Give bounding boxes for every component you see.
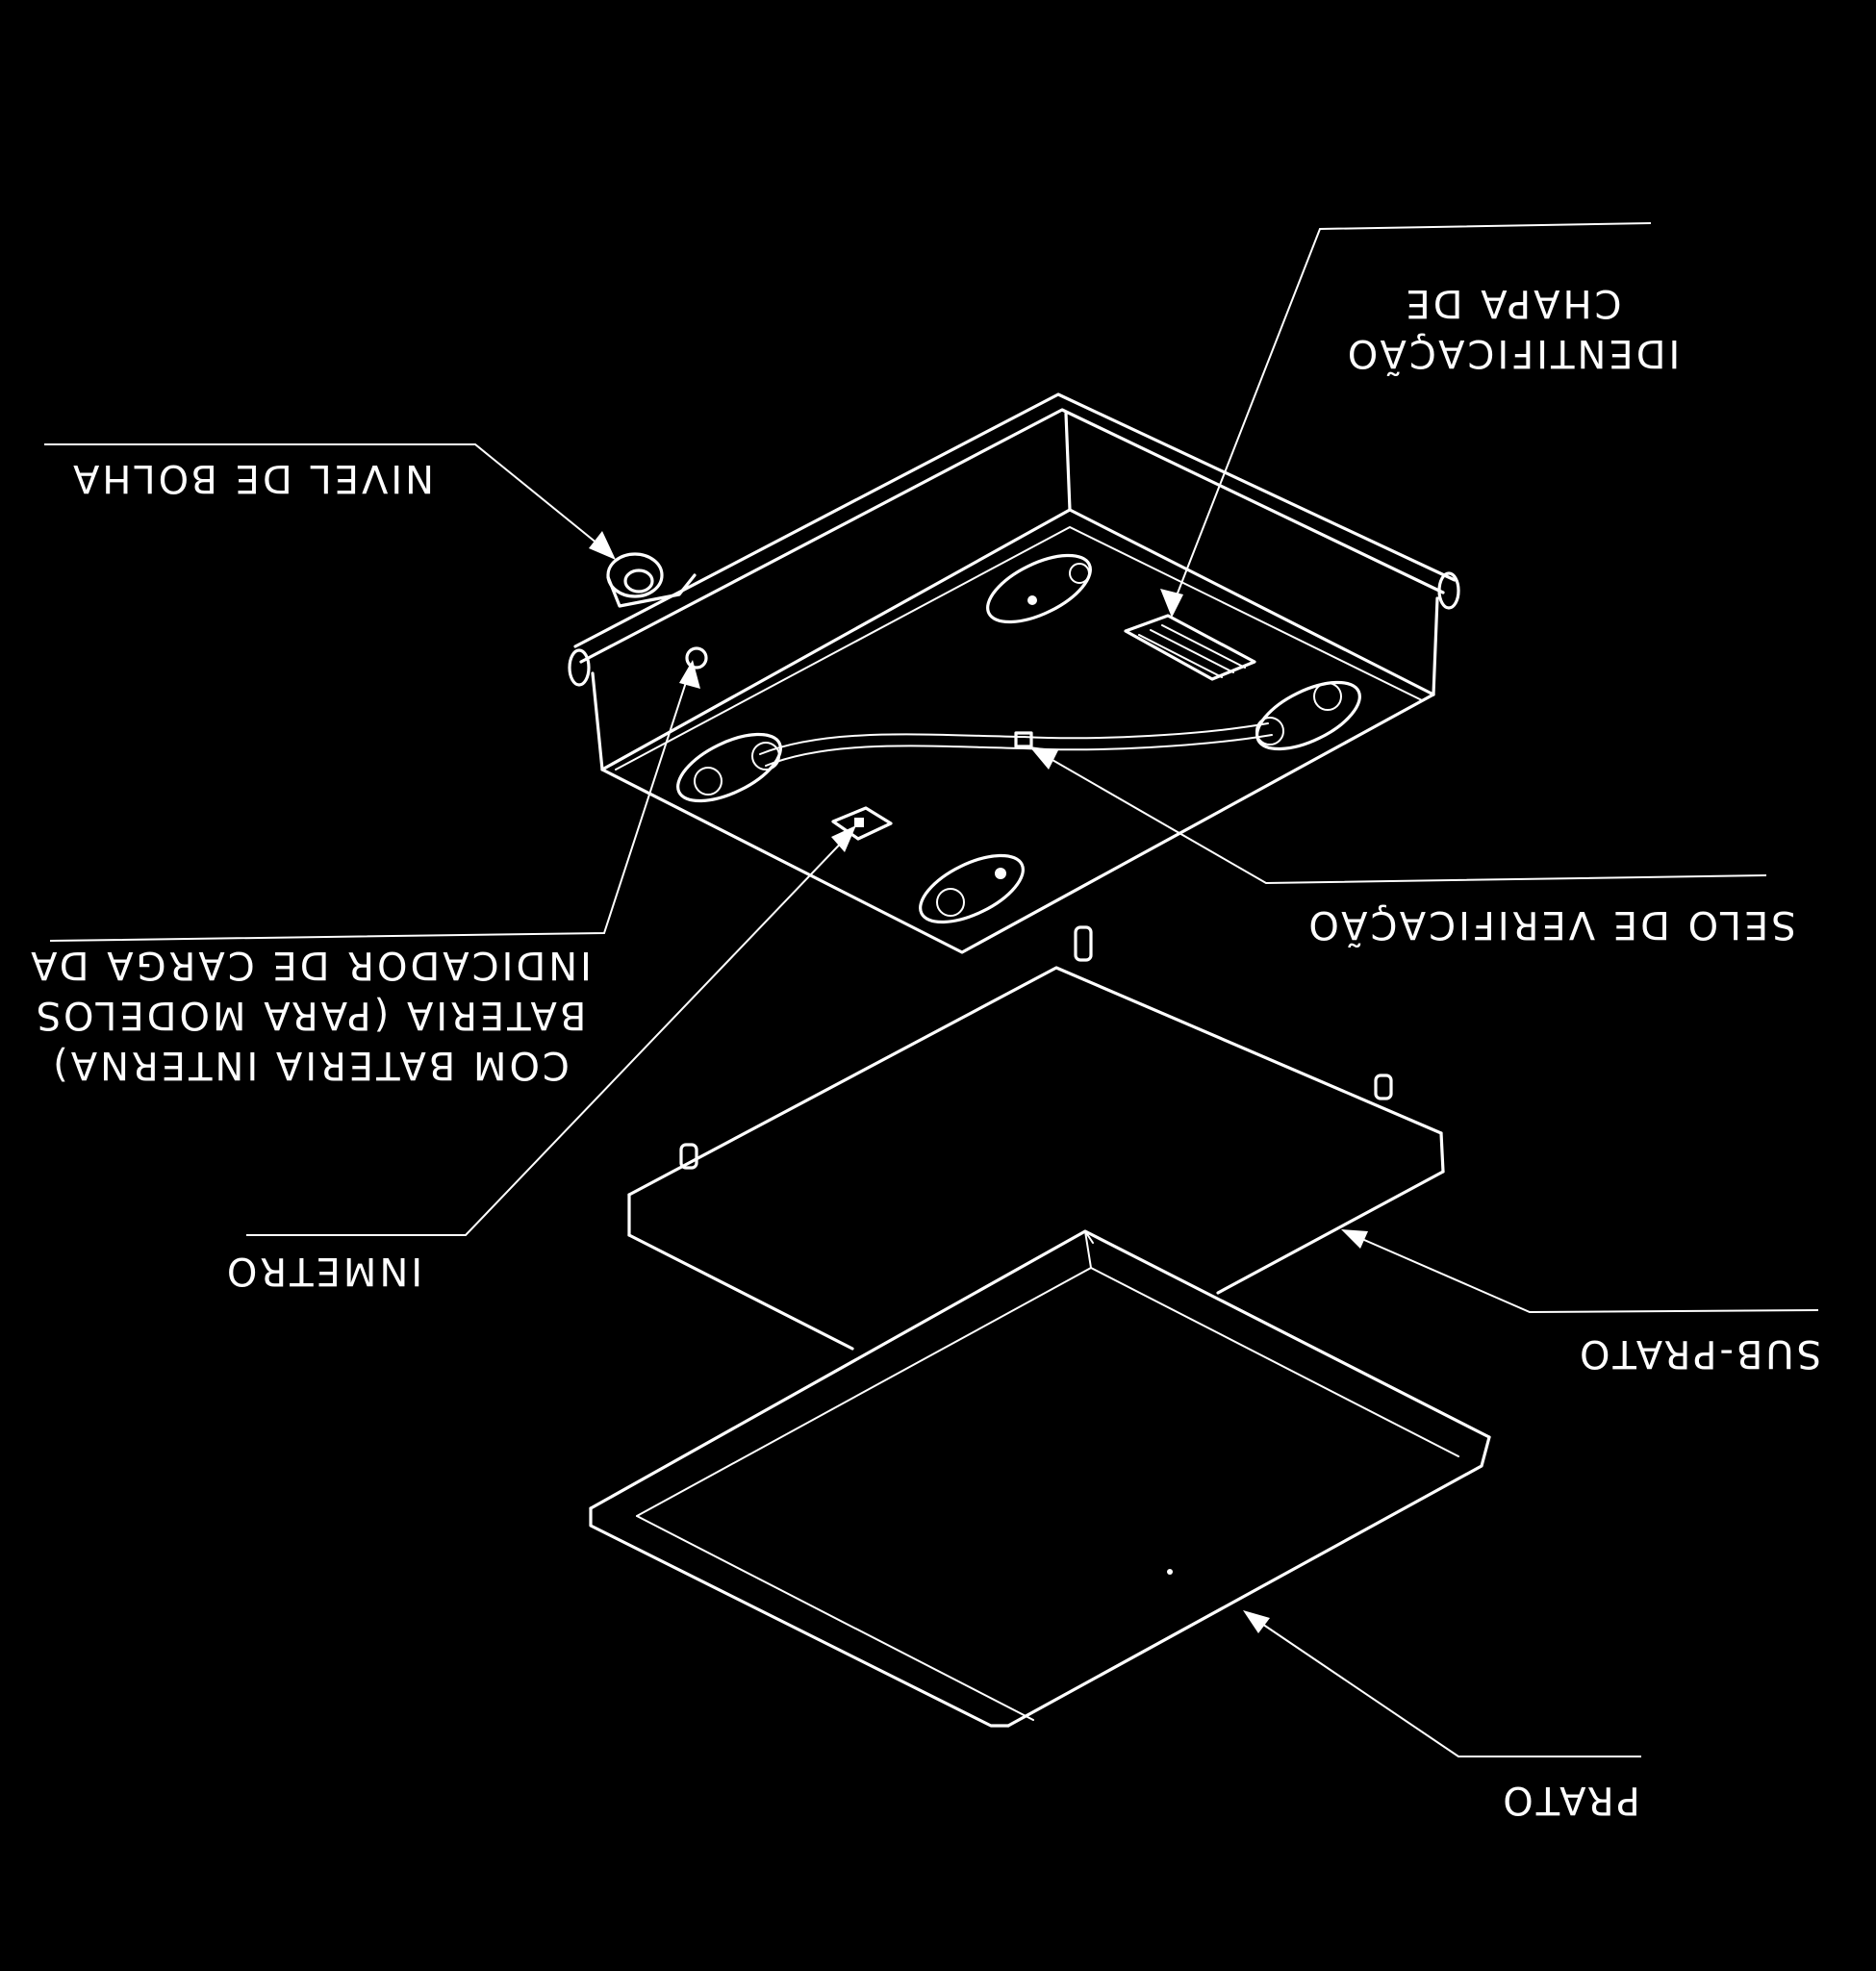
label-chapa-line1: IDENTIFICAÇÃO (1345, 331, 1681, 377)
leader-chapa (1160, 222, 1652, 618)
scale-body (568, 392, 1460, 954)
leader-inmetro (246, 825, 856, 1236)
plate (589, 1229, 1491, 1728)
svg-text:INMETRO: INMETRO (224, 1249, 422, 1293)
label-prato: PRATO (1500, 1778, 1639, 1822)
leader-bateria (49, 660, 700, 942)
label-bateria-line1: COM BATERIA INTERNA) (50, 1043, 570, 1087)
label-bateria: COM BATERIA INTERNA) BATERIA (PARA MODEL… (28, 943, 592, 1087)
label-chapa: IDENTIFICAÇÃO CHAPA DE (1345, 281, 1681, 377)
svg-text:SUB-PRATO: SUB-PRATO (1577, 1331, 1821, 1376)
label-nivel: NIVEL DE BOLHA (70, 456, 434, 500)
sub-plate (627, 925, 1445, 1351)
seal-wire (759, 722, 1269, 755)
label-bateria-line3: INDICADOR DE CARGA DA (28, 943, 592, 987)
label-inmetro: INMETRO (224, 1249, 422, 1293)
bubble-level (606, 552, 697, 608)
leader-prato (1243, 1610, 1641, 1757)
id-plate (1124, 614, 1256, 681)
leader-subprato (1341, 1229, 1819, 1314)
svg-text:NIVEL DE BOLHA: NIVEL DE BOLHA (70, 456, 434, 500)
svg-text:SELO DE VERIFICAÇÃO: SELO DE VERIFICAÇÃO (1306, 902, 1795, 948)
label-chapa-line2: CHAPA DE (1403, 281, 1621, 325)
label-selo: SELO DE VERIFICAÇÃO (1306, 902, 1795, 948)
leader-nivel (44, 443, 616, 560)
leader-selo (1029, 746, 1767, 885)
label-bateria-line2: BATERIA (PARA MODELOS (34, 993, 587, 1037)
label-subprato: SUB-PRATO (1577, 1331, 1821, 1376)
svg-text:PRATO: PRATO (1500, 1778, 1639, 1822)
foot-pads (676, 553, 1361, 924)
